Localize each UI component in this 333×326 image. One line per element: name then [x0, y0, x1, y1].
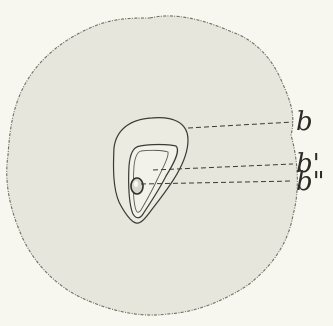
label-b: b	[296, 107, 313, 137]
label-b-double-prime: b"	[296, 167, 325, 197]
nucleus-highlight	[134, 181, 138, 187]
